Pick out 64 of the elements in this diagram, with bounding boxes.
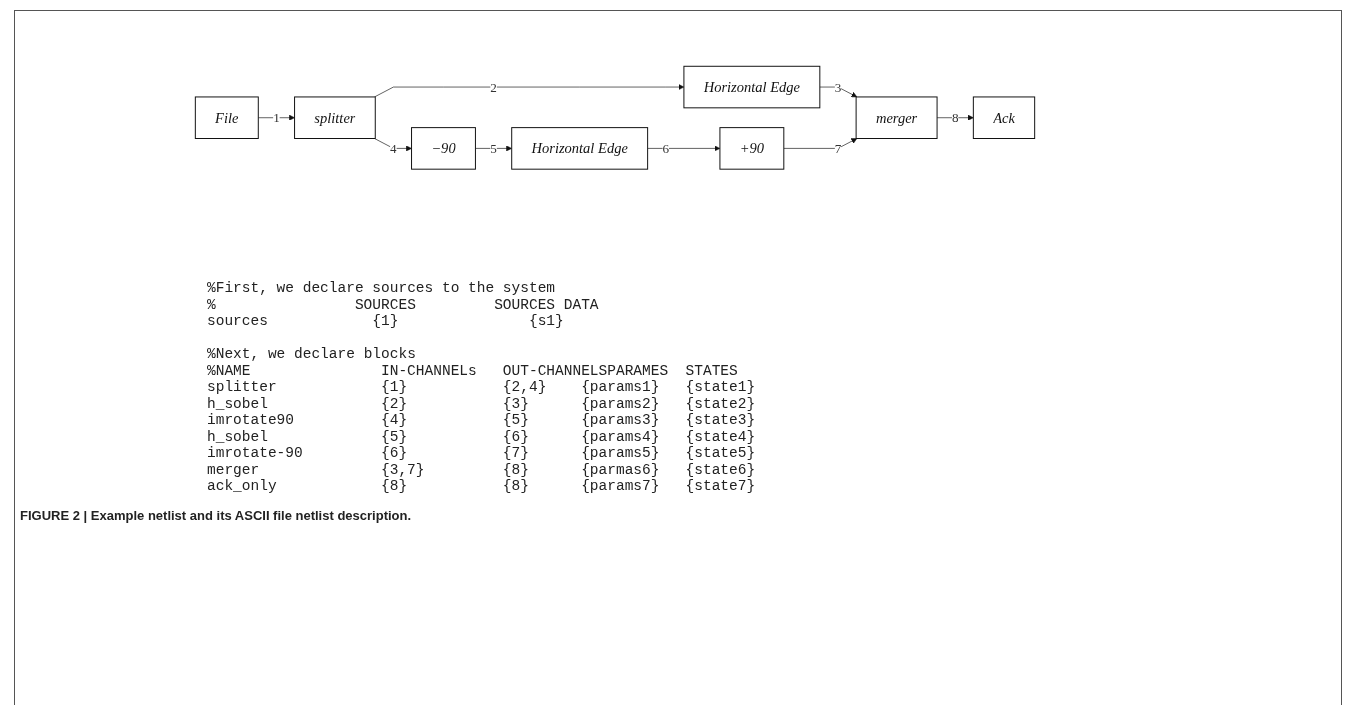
code-text: splitter [207, 379, 277, 395]
code-text: {parmas6} [581, 461, 660, 478]
code-text: {1} [381, 379, 408, 395]
code-text: ack_only [207, 478, 277, 494]
edge-label: 5 [490, 140, 497, 156]
code-text: {state6} [685, 461, 756, 478]
code-text: {s1} [528, 313, 564, 329]
code-text: STATES [685, 362, 738, 379]
code-text: {state3} [685, 412, 756, 428]
node-box: +90 [719, 126, 785, 170]
code-text: {3} [502, 395, 529, 412]
node-box: File [194, 96, 259, 139]
node-box: Horizontal Edge [511, 126, 649, 170]
code-text: {6} [502, 428, 529, 445]
code-text: {3,7} [381, 461, 425, 478]
code-text: {2,4} [502, 379, 547, 395]
code-text: {8} [381, 478, 408, 494]
code-text: {8} [502, 461, 529, 478]
code-text: {state7} [685, 478, 756, 494]
code-text: {state4} [685, 428, 756, 445]
code-text: {8} [502, 478, 529, 494]
node-box: Ack [972, 96, 1036, 139]
code-text: {4} [381, 412, 408, 428]
code-text: % [207, 296, 216, 313]
code-text: {state1} [685, 379, 756, 395]
code-text: {params4} [581, 428, 660, 445]
code-text: h_sobel [207, 395, 268, 412]
figure-caption: FIGURE 2 | Example netlist and its ASCII file netlist description. [20, 508, 412, 523]
code-text: imrotate-90 [207, 445, 303, 461]
code-text: imrotate90 [207, 412, 294, 428]
edge-label: 4 [390, 140, 397, 156]
edge-label: 7 [834, 140, 842, 156]
edge-label: 1 [273, 110, 280, 125]
code-text: {params5} [581, 445, 660, 461]
code-text: IN-CHANNELs [381, 362, 477, 379]
edge-label: 8 [951, 110, 959, 125]
code-text: {state2} [685, 395, 756, 412]
code-text: {2} [381, 395, 408, 412]
code-text: %NAME [207, 362, 251, 379]
code-text: {params1} [581, 379, 660, 395]
node-box: splitter [294, 96, 376, 139]
code-text: {6} [381, 445, 408, 461]
edge-label: 6 [662, 140, 670, 156]
code-text: {5} [381, 428, 408, 445]
code-text: {5} [502, 412, 529, 428]
code-text: sources [207, 313, 268, 329]
code-text: SOURCES [354, 296, 416, 313]
edge-label: 2 [490, 79, 497, 95]
code-text: OUT-CHANNELSPARAMES [502, 362, 669, 379]
code-text: SOURCES DATA [494, 296, 599, 313]
code-text: merger [207, 461, 260, 478]
node-box: merger [855, 96, 938, 139]
code-text: {7} [502, 445, 529, 461]
code-text: {params7} [581, 478, 660, 494]
code-text: {params3} [581, 412, 660, 428]
code-comment: %Next, we declare blocks [207, 346, 416, 362]
code-text: {params2} [581, 395, 660, 412]
node-box: Horizontal Edge [683, 65, 821, 109]
node-box: −90 [411, 126, 476, 170]
edge-label: 3 [834, 79, 842, 95]
code-text: h_sobel [207, 428, 268, 445]
code-comment: %First, we declare sources to the system [207, 280, 556, 296]
code-text: {state5} [685, 445, 756, 461]
code-text: {1} [372, 313, 399, 329]
